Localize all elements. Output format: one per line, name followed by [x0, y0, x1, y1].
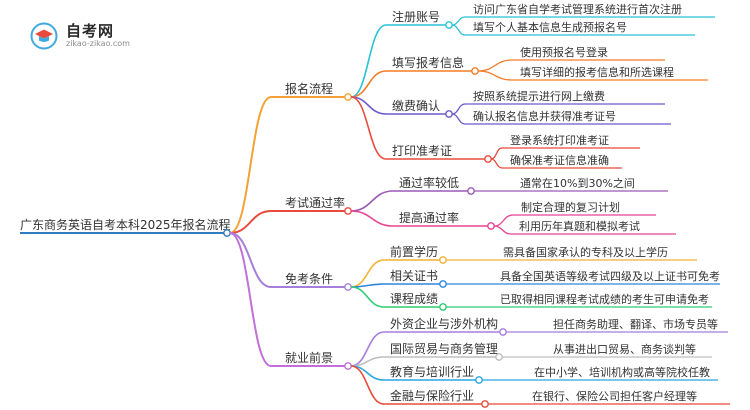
root-label: 广东商务英语自考本科2025年报名流程: [20, 217, 231, 232]
child-node-dot: [487, 222, 495, 230]
child-label: 提高通过率: [399, 210, 459, 225]
child-connector: [350, 259, 385, 288]
leaf-label: 从事进出口贸易、商务谈判等: [553, 342, 696, 356]
branch-node-dot: [344, 207, 352, 215]
child-label: 打印准考证: [392, 144, 452, 158]
branch-node-dot: [344, 362, 352, 370]
leaf-label: 在银行、保险公司担任客户经理等: [532, 389, 697, 403]
child-node-dot: [445, 110, 453, 118]
branch-label: 考试通过率: [285, 195, 345, 210]
child-node-dot: [475, 376, 483, 384]
leaf-label: 已取得相同课程考试成绩的考生可申请免考: [500, 292, 709, 306]
leaf-label: 填写详细的报考信息和所选课程: [520, 65, 674, 79]
child-connector: [350, 96, 387, 160]
leaf-label: 填写个人基本信息生成预报名号: [473, 20, 627, 34]
branch-label: 就业前景: [285, 350, 333, 365]
root-node-dot: [223, 229, 231, 237]
child-label: 通过率较低: [399, 175, 459, 190]
child-label: 缴费确认: [392, 98, 440, 113]
leaf-connector: [451, 16, 466, 26]
leaf-label: 利用历年真题和模拟考试: [519, 219, 640, 233]
leaf-connector: [477, 59, 513, 72]
child-label: 相关证书: [390, 269, 438, 283]
child-label: 国际贸易与商务管理: [390, 341, 498, 356]
leaf-label: 确保准考证信息准确: [510, 153, 609, 167]
child-label: 注册账号: [392, 9, 440, 24]
child-label: 金融与保险行业: [390, 388, 474, 403]
child-node-dot: [481, 400, 489, 408]
leaf-connector: [451, 24, 466, 36]
child-label: 前置学历: [390, 244, 438, 259]
child-connector: [350, 24, 387, 98]
graduation-cap-icon: [30, 22, 58, 50]
logo-title: 自考网: [66, 22, 115, 40]
child-connector: [350, 286, 385, 308]
leaf-label: 担任商务助理、翻译、市场专员等: [553, 317, 718, 331]
child-node-dot: [467, 187, 475, 195]
child-connector: [350, 210, 394, 227]
child-label: 填写报考信息: [392, 55, 464, 70]
leaf-label: 通常在10%到30%之间: [520, 176, 635, 190]
child-node-dot: [439, 280, 447, 288]
child-node-dot: [439, 303, 447, 311]
child-node-dot: [445, 21, 453, 29]
child-connector: [350, 190, 394, 212]
leaf-label: 确认报名信息并获得准考证号: [473, 109, 616, 123]
branch-connector: [229, 210, 272, 234]
leaf-label: 在中小学、培训机构或高等院校任教: [534, 365, 710, 379]
branch-node-dot: [344, 283, 352, 291]
logo-url: zikao-zikao.com: [66, 39, 130, 48]
child-node-dot: [495, 353, 503, 361]
leaf-connector: [477, 70, 513, 81]
child-node-dot: [439, 256, 447, 264]
child-node-dot: [484, 155, 492, 163]
child-node-dot: [499, 328, 507, 336]
branch-connector: [229, 232, 272, 367]
leaf-label: 使用预报名号登录: [520, 45, 608, 59]
branch-connector: [229, 96, 272, 234]
branch-label: 报名流程: [285, 81, 333, 96]
child-node-dot: [471, 67, 479, 75]
leaf-label: 制定合理的复习计划: [521, 200, 620, 214]
child-label: 课程成绩: [390, 291, 438, 306]
leaf-connector: [493, 225, 512, 235]
leaf-label: 访问广东省自学考试管理系统进行首次注册: [473, 2, 682, 16]
child-label: 教育与培训行业: [390, 364, 474, 379]
leaf-label: 按照系统提示进行网上缴费: [473, 89, 605, 103]
site-logo[interactable]: 自考网 zikao-zikao.com: [30, 20, 150, 52]
leaf-label: 需具备国家承认的专科及以上学历: [503, 245, 668, 259]
leaf-label: 具备全国英语等级考试四级及以上证书可免考: [500, 269, 720, 283]
branch-label: 免考条件: [285, 271, 333, 286]
branch-node-dot: [344, 93, 352, 101]
leaf-connector: [490, 147, 503, 160]
leaf-connector: [493, 214, 514, 227]
leaf-connector: [451, 103, 466, 115]
child-label: 外资企业与涉外机构: [390, 316, 498, 331]
leaf-connector: [490, 158, 503, 169]
child-connector: [350, 365, 385, 405]
leaf-label: 登录系统打印准考证: [510, 133, 609, 147]
branch-connector: [229, 232, 272, 288]
child-connector: [350, 70, 387, 98]
leaf-connector: [451, 113, 466, 125]
